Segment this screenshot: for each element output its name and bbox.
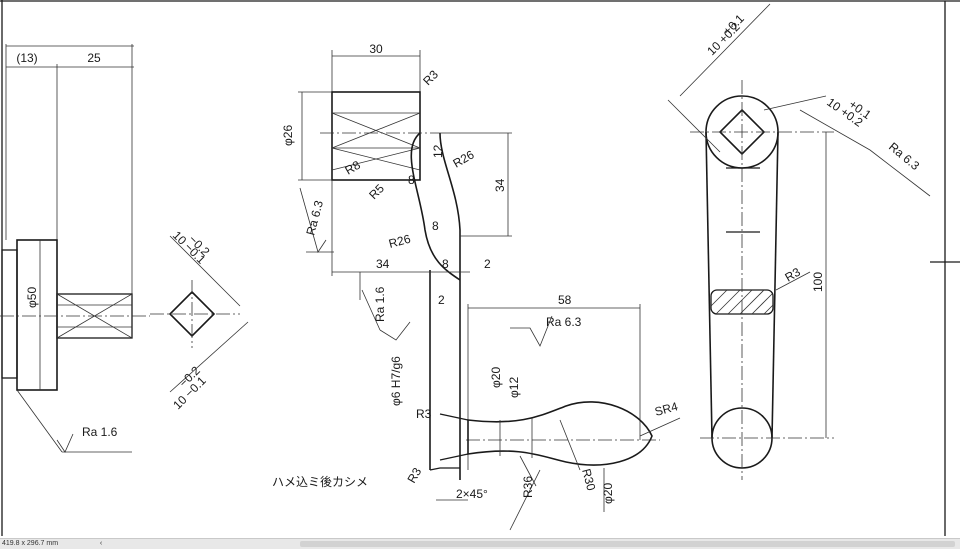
horizontal-scrollbar[interactable]: [300, 541, 955, 547]
grip-handle: [436, 401, 681, 531]
assembly-note: ハメ込ミ後カシメ: [272, 475, 368, 489]
dim-58: 58: [558, 293, 572, 307]
radius-r36: R36: [521, 476, 535, 498]
roughness-ra63-grip: Ra 6.3: [546, 315, 582, 329]
dim-8-c: 8: [442, 257, 449, 271]
radius-r3-pin: R3: [416, 407, 432, 421]
roughness-ra16-mid: Ra 1.6: [373, 286, 387, 322]
middle-view: [298, 50, 660, 480]
dim-34-horizontal: 34: [376, 257, 390, 271]
dim-phi20-a: φ20: [489, 367, 503, 388]
dim-phi12: φ12: [507, 377, 521, 398]
dim-34-vertical: 34: [493, 178, 507, 192]
dim-chamfer: 2×45°: [456, 487, 488, 501]
left-view: [0, 44, 150, 453]
arm-profile-a: [410, 132, 461, 281]
roughness-ra16-left: Ra 1.6: [82, 425, 118, 439]
dim-25: 25: [87, 51, 101, 65]
fit-phi6-h7g6: φ6 H7/g6: [389, 356, 403, 406]
arm-profile-b: [439, 132, 461, 480]
dim-phi26: φ26: [281, 125, 295, 146]
dim-13: (13): [16, 51, 37, 65]
radius-sr4: SR4: [653, 399, 679, 419]
roughness-ra63-right: Ra 6.3: [886, 140, 922, 174]
radius-r26-a: R26: [451, 147, 477, 170]
hub-body: [331, 91, 421, 181]
dim-2-a: 2: [484, 257, 491, 271]
page-size-readout: 419.8 x 296.7 mm: [2, 540, 59, 547]
dim-12: 12: [431, 144, 445, 158]
radius-r5: R5: [366, 181, 387, 202]
dim-2-b: 2: [438, 293, 445, 307]
radius-r26-b: R26: [387, 232, 412, 251]
radius-r3-bottom: R3: [404, 465, 424, 486]
dim-8-a: 8: [408, 173, 415, 187]
radius-r3-right: R3: [783, 265, 804, 285]
square-section-view: [150, 235, 249, 393]
radius-r8: R8: [343, 158, 364, 178]
roughness-ra63-mid: Ra 6.3: [303, 199, 326, 237]
radius-r3-top: R3: [420, 67, 441, 88]
dim-8-b: 8: [432, 219, 439, 233]
radius-r30: R30: [579, 467, 598, 492]
hub-flange: [16, 239, 58, 391]
dim-30: 30: [369, 42, 383, 56]
right-view: [667, 3, 931, 480]
dim-phi50: φ50: [25, 287, 39, 308]
nav-button[interactable]: ‹: [99, 540, 103, 547]
dim-100: 100: [811, 272, 825, 292]
status-bar: 419.8 x 296.7 mm ‹: [0, 538, 960, 549]
dim-phi20-b: φ20: [601, 483, 615, 504]
